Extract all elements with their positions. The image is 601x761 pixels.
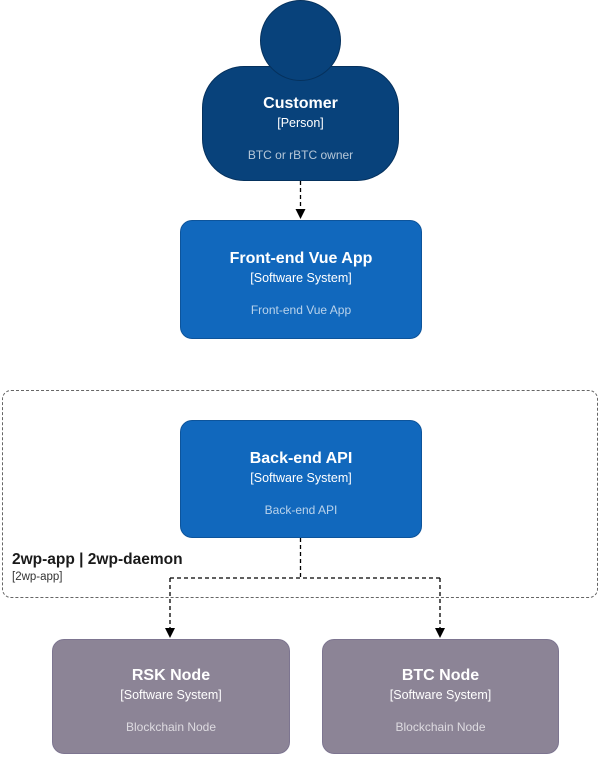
- arrowhead-btc: [435, 628, 445, 638]
- node-btc-title: BTC Node: [401, 667, 480, 684]
- node-customer-title: Customer: [263, 95, 338, 112]
- node-btc-type: [Software System]: [389, 688, 492, 702]
- node-backend-type: [Software System]: [250, 471, 352, 485]
- node-rsk-type: [Software System]: [120, 688, 222, 702]
- node-btc: BTC Node [Software System] Blockchain No…: [322, 639, 559, 754]
- node-rsk-description: Blockchain Node: [125, 720, 217, 734]
- node-backend: Back-end API [Software System] Back-end …: [180, 420, 422, 538]
- node-customer: Customer [Person] BTC or rBTC owner: [202, 66, 399, 181]
- node-rsk-title: RSK Node: [131, 667, 211, 684]
- node-customer-type: [Person]: [277, 116, 324, 130]
- node-backend-description: Back-end API: [264, 503, 338, 517]
- node-frontend-title: Front-end Vue App: [229, 250, 373, 267]
- arrowhead-rsk: [165, 628, 175, 638]
- node-customer-description: BTC or rBTC owner: [247, 148, 354, 162]
- arrowhead-frontend: [295, 209, 306, 219]
- boundary-subtitle: [2wp-app]: [12, 571, 63, 584]
- person-head-icon: [260, 0, 341, 81]
- node-frontend: Front-end Vue App [Software System] Fron…: [180, 220, 422, 339]
- boundary-title: 2wp-app | 2wp-daemon: [12, 550, 183, 568]
- node-btc-description: Blockchain Node: [395, 720, 486, 734]
- node-frontend-type: [Software System]: [250, 271, 352, 285]
- node-rsk: RSK Node [Software System] Blockchain No…: [52, 639, 290, 754]
- boundary-label: 2wp-app | 2wp-daemon [2wp-app]: [12, 551, 183, 585]
- node-frontend-description: Front-end Vue App: [250, 303, 352, 317]
- boundary-2wp-app: 2wp-app | 2wp-daemon [2wp-app]: [2, 390, 598, 598]
- node-backend-title: Back-end API: [249, 450, 353, 467]
